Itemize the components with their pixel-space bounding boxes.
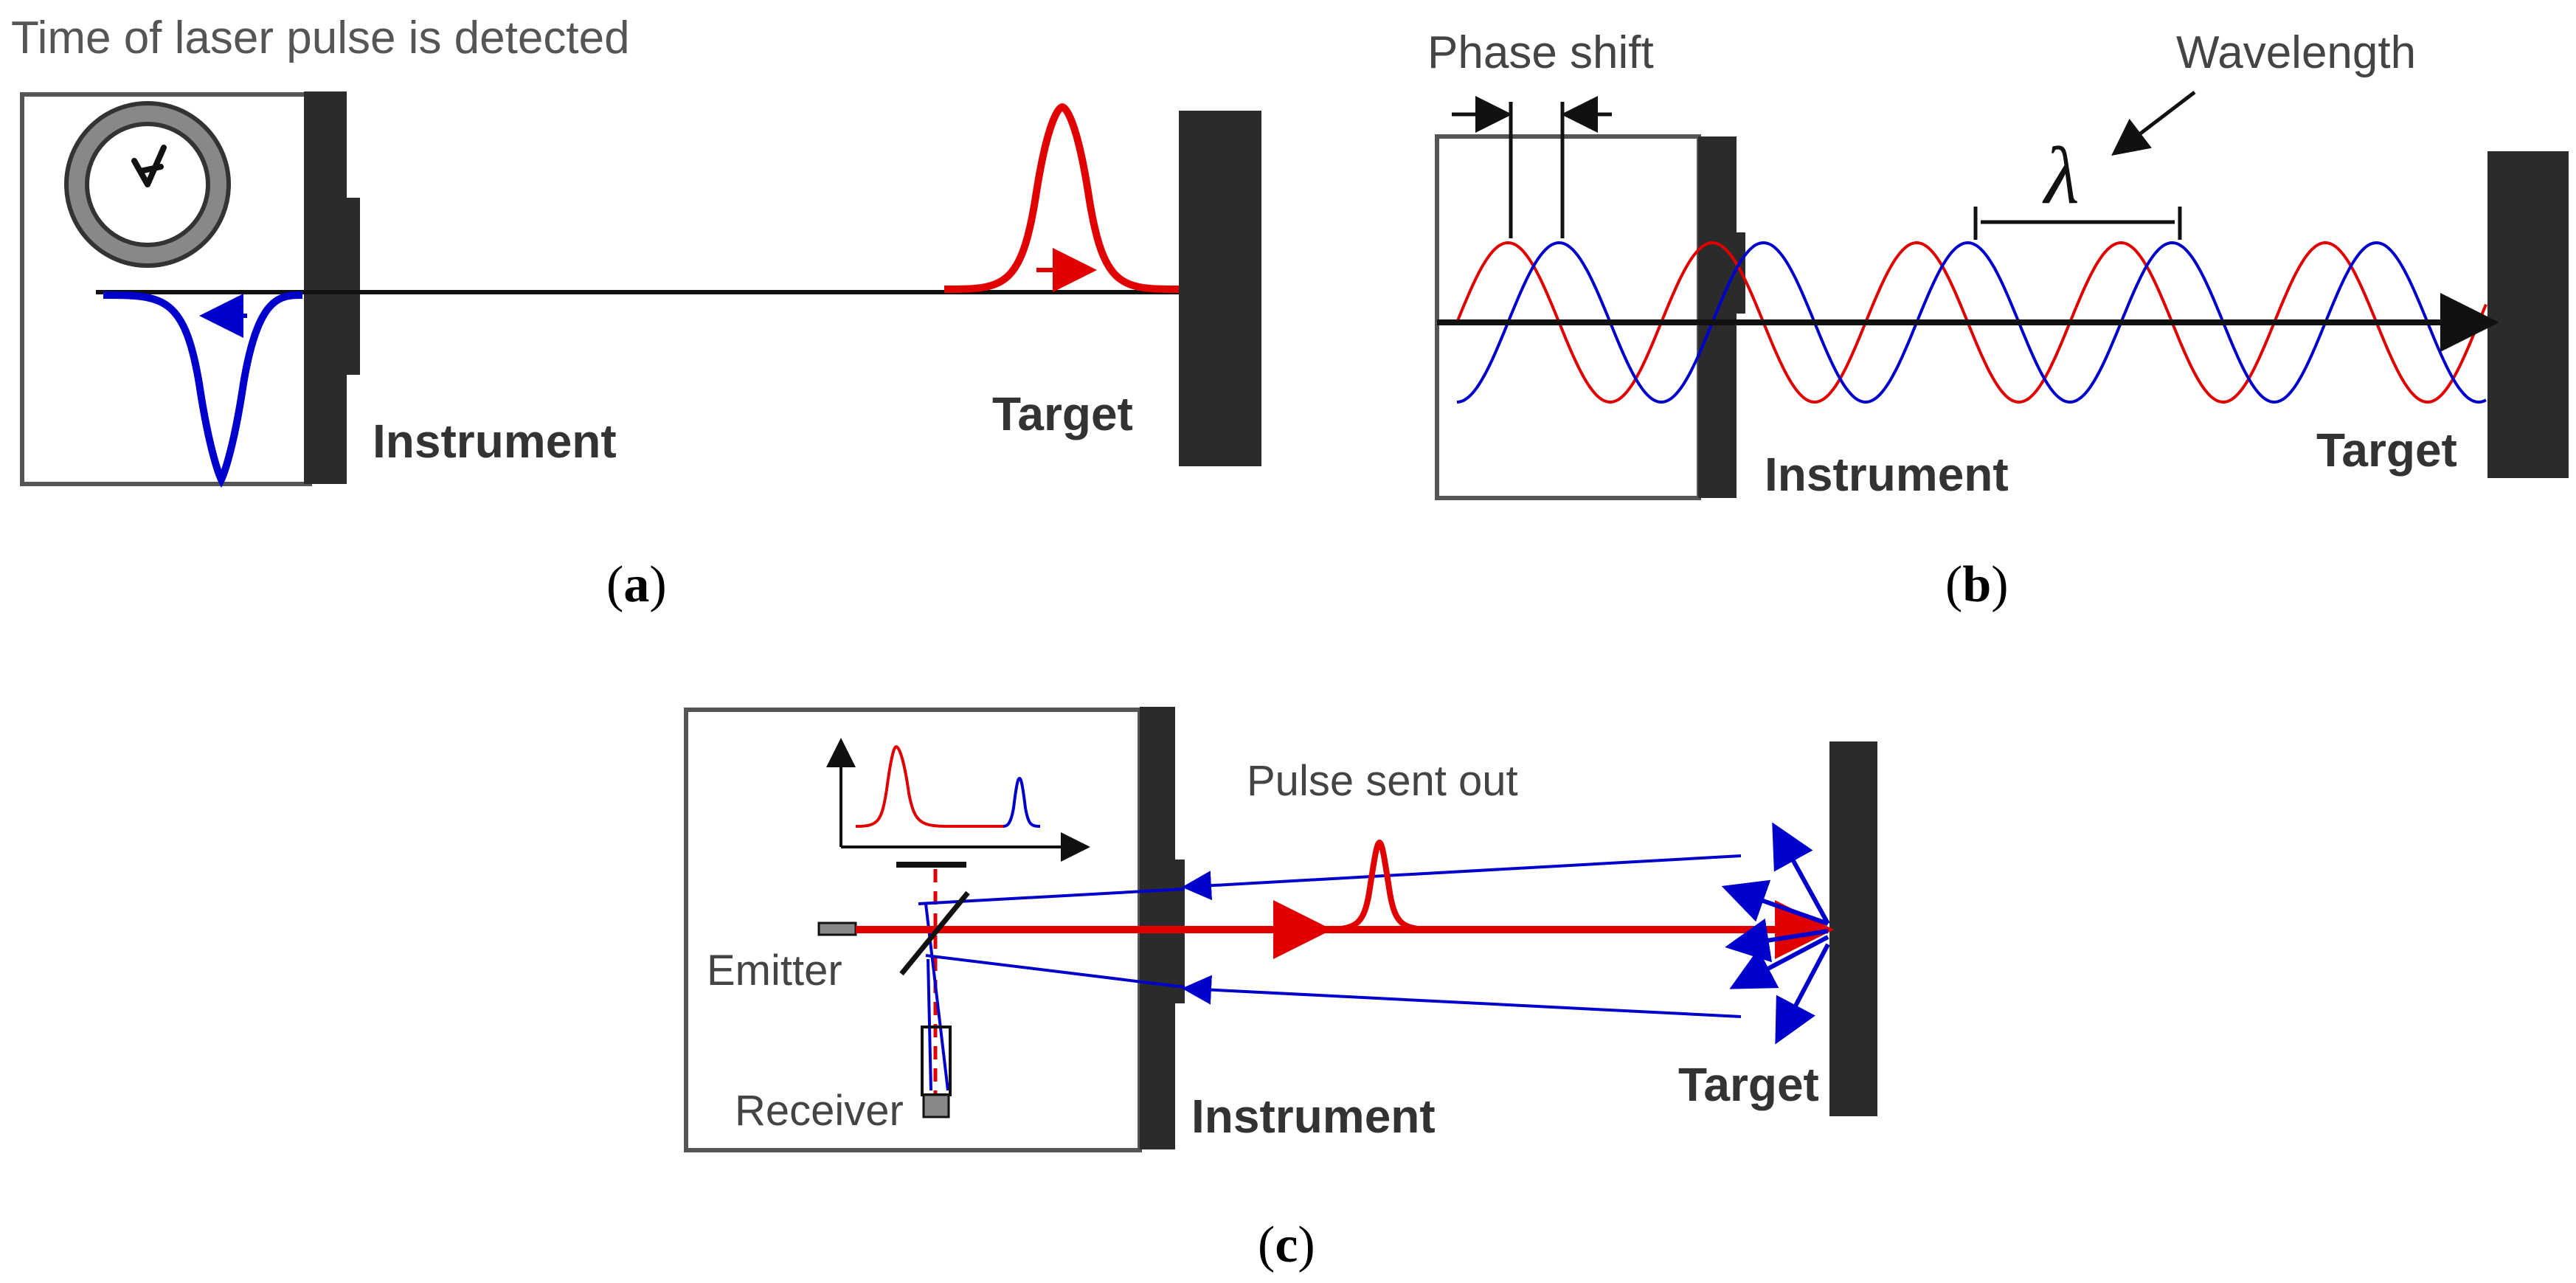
mini-chart-emitted-pulse <box>855 744 1003 828</box>
panel-b-target-label: Target <box>2316 423 2457 477</box>
panel-a-instrument-wall <box>304 91 347 484</box>
panel-b-caption: (b) <box>1945 556 2009 613</box>
panel-b-instrument-box <box>1435 134 1701 500</box>
wavelength-marker <box>1973 91 2196 240</box>
scatter-arrows <box>1721 822 1830 1045</box>
inner-focus-left <box>927 958 932 1091</box>
panel-a-title: Time of laser pulse is detected <box>11 13 630 63</box>
panel-b-instrument-label: Instrument <box>1765 448 2009 501</box>
panel-b-instrument-lens <box>1734 232 1745 314</box>
emitter-icon <box>817 921 857 936</box>
panel-a-outgoing-pulse <box>944 103 1181 293</box>
lambda-symbol: λ <box>2042 131 2080 221</box>
emitter-label: Emitter <box>707 947 842 995</box>
panel-b-shifted-wave <box>1456 241 2487 404</box>
panel-b: Phase shift λ Wavelength Instrument Targ… <box>1427 27 2569 613</box>
panel-c: Pulse sent out Emitter Receiver Instrume… <box>684 707 1877 1273</box>
mini-chart-returned-pulse <box>1003 776 1041 828</box>
signal-mini-chart <box>826 738 1090 862</box>
panel-c-caption: (c) <box>1258 1217 1315 1273</box>
phase-shift-marker <box>1452 96 1612 238</box>
phase-shift-label: Phase shift <box>1427 27 1654 78</box>
receiver-icon <box>921 1026 952 1118</box>
receiver-label: Receiver <box>735 1087 904 1135</box>
panel-c-target-label: Target <box>1678 1058 1819 1111</box>
panel-a-instrument-lens <box>344 198 360 375</box>
inner-focus-right <box>924 903 949 1091</box>
inner-return-lower <box>925 954 1185 989</box>
beam-splitter-mirror <box>899 891 970 976</box>
panel-c-target <box>1829 741 1877 1116</box>
panel-a-caption: (a) <box>606 556 667 613</box>
panel-a-return-pulse <box>103 291 303 488</box>
panel-b-reference-wave <box>1455 241 2487 404</box>
panel-a-target-label: Target <box>992 387 1133 440</box>
panel-a-target <box>1179 111 1261 466</box>
clock-icon <box>64 101 231 268</box>
return-beam-upper <box>1182 854 1742 901</box>
panel-b-target <box>2487 151 2569 478</box>
panel-c-instrument-label: Instrument <box>1191 1090 1436 1143</box>
panel-b-instrument-wall <box>1698 136 1737 498</box>
panel-a: Time of laser pulse is detected Instrume… <box>11 13 1261 613</box>
pulse-sent-out-shape <box>1320 839 1439 933</box>
return-beam-lower <box>1182 975 1742 1018</box>
wavelength-label: Wavelength <box>2176 27 2416 78</box>
panel-a-instrument-label: Instrument <box>373 415 617 468</box>
pulse-sent-out-label: Pulse sent out <box>1247 757 1518 805</box>
